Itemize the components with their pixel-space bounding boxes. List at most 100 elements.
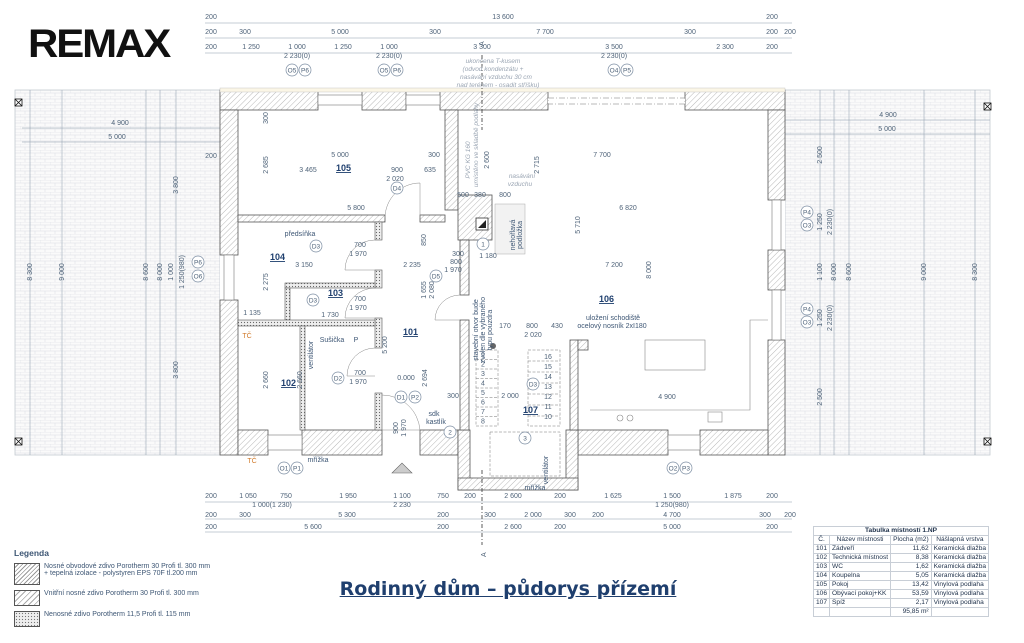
annotation-text: PVC KG 160 — [465, 141, 472, 179]
dimension-label: 200 — [592, 512, 604, 519]
opening-tag: D3 — [309, 297, 318, 304]
tag-circle — [390, 181, 404, 195]
total-area: 95,85 m² — [890, 607, 932, 617]
dimension-label: 635 — [424, 167, 436, 174]
tag-circle — [331, 371, 345, 385]
annotation-text: umístěno ve skladbě podlahy — [473, 102, 480, 187]
annotation-text: předsíňka — [285, 231, 316, 238]
opening-tag: P6 — [301, 67, 309, 74]
dimension-label: 200 — [205, 14, 217, 21]
dimension-label: 5 800 — [347, 205, 365, 212]
legend: Legenda Nosné obvodové zdivo Porotherm 3… — [14, 548, 314, 632]
room-102-label: 102 — [281, 378, 296, 388]
corner-markers — [14, 98, 992, 446]
dimension-label: 200 — [205, 493, 217, 500]
tag-circle — [390, 63, 404, 77]
dimension-label: 200 — [784, 29, 796, 36]
dimension-label: 5 000 — [878, 126, 896, 133]
floor-finish: Vinylová podlaha — [930, 598, 990, 608]
dimension-label: 2 230(0) — [601, 53, 627, 60]
dimension-label: 2 230(0) — [827, 209, 834, 235]
tag-circle — [526, 377, 540, 391]
dimension-label: 2 235 — [403, 262, 421, 269]
room-number: 105 — [812, 580, 831, 590]
annotation-text: ventilátor — [308, 340, 315, 369]
dimension-label: 200 — [766, 29, 778, 36]
stair-step-number: 3 — [481, 371, 485, 378]
stair-step-number: 11 — [544, 404, 551, 411]
dimension-label: 2 600 — [504, 524, 522, 531]
dimension-label: 7 200 — [605, 262, 623, 269]
annotation-text: mřížka — [308, 457, 329, 464]
dimension-label: 1 100 — [817, 263, 824, 281]
room-101-label: 101 — [403, 327, 418, 337]
dimension-label: 2 300 — [716, 44, 734, 51]
dimension-label: 200 — [554, 524, 566, 531]
dimension-label: 1 970 — [401, 419, 408, 437]
interior-walls — [237, 109, 589, 431]
staircase — [475, 349, 561, 477]
col-header: Nášlapná vrstva — [930, 535, 990, 545]
annotation-text: vzduchu — [508, 181, 533, 188]
room-104-label: 104 — [270, 252, 285, 262]
tag-circle — [277, 461, 291, 475]
tag-circle — [518, 431, 532, 445]
tag-circle — [191, 255, 205, 269]
opening-tag: O1 — [280, 465, 289, 472]
dimension-label: 1 970 — [349, 251, 367, 258]
dimension-label: 1 730 — [321, 312, 339, 319]
partition-wall-swatch — [14, 611, 40, 627]
exterior-walls — [219, 89, 786, 491]
room-area: 13,42 — [890, 580, 932, 590]
dimension-label: 170 — [499, 323, 511, 330]
opening-tag: P4 — [803, 306, 811, 313]
dimension-label: 2 230(0) — [376, 53, 402, 60]
dimension-label: 7 700 — [593, 152, 611, 159]
tag-circle — [191, 269, 205, 283]
dimension-label: 5 200 — [382, 336, 389, 354]
outer-insulation — [219, 87, 786, 93]
dimension-label: 8 300 — [972, 263, 979, 281]
dimension-label: 300 — [484, 512, 496, 519]
room-name: WC — [829, 562, 892, 572]
dimension-label: 1 135 — [243, 310, 261, 317]
room-table: Tabulka místností 1.NP Č. Název místnost… — [812, 526, 990, 617]
stair-step-number: 14 — [544, 374, 552, 381]
stair-step-number: 1 — [481, 352, 485, 359]
dimension-label: 2 020 — [386, 176, 404, 183]
dimension-label: 2 660 — [297, 371, 304, 389]
dimension-label: 800 — [526, 323, 538, 330]
stair-step-number: 6 — [481, 400, 485, 407]
opening-tag: P2 — [411, 394, 419, 401]
dimension-label: 380 — [474, 192, 486, 199]
tag-circle — [377, 63, 391, 77]
dimension-label: 3 800 — [173, 176, 180, 194]
room-number: 103 — [812, 562, 831, 572]
legend-item-interior-wall: Vnitřní nosné zdivo Porotherm 30 Profi t… — [14, 590, 314, 606]
opening-tag: O2 — [669, 465, 678, 472]
annotation-text: podložka — [517, 221, 524, 249]
opening-tag: D1 — [397, 394, 406, 401]
dimension-label: 300 — [759, 512, 771, 519]
opening-tag: D2 — [334, 375, 343, 382]
stair-step-number: 16 — [544, 354, 552, 361]
dimension-label: 8 600 — [846, 263, 853, 281]
dimension-label: 1 500 — [663, 493, 681, 500]
dimension-label: 1 250 — [817, 213, 824, 231]
dimension-label: 1 250 — [334, 44, 352, 51]
opening-tag: D3 — [529, 381, 538, 388]
dimension-label: 1 970 — [349, 305, 367, 312]
tag-circle — [476, 237, 490, 251]
dimension-label: 1 100 — [393, 493, 411, 500]
dimension-label: 1 250(980) — [179, 255, 186, 289]
kitchen — [590, 319, 768, 423]
room-name: Technická místnost — [829, 553, 892, 563]
dimension-label: 0.000 — [397, 375, 415, 382]
dimension-label: 2 230(0) — [284, 53, 310, 60]
dimension-label: 900 — [391, 167, 403, 174]
room-name: Koupelna — [829, 571, 892, 581]
